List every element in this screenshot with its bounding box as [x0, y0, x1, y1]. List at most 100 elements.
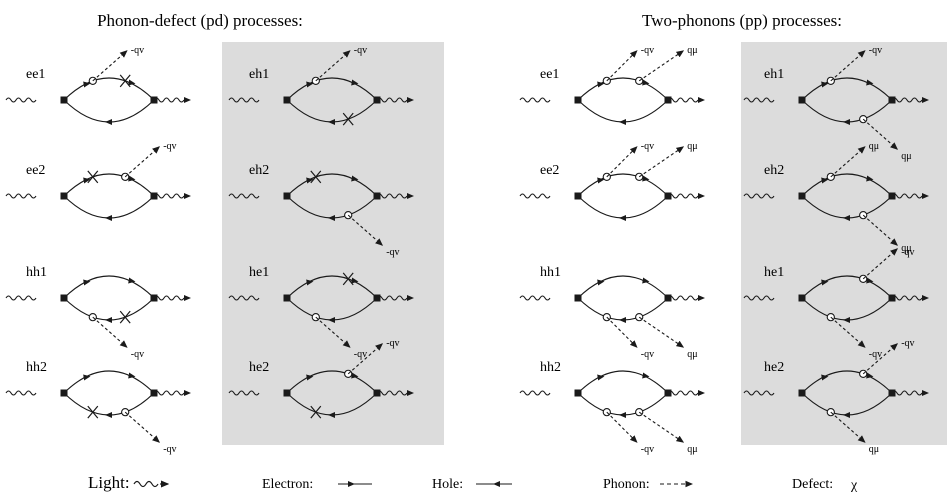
left-vertex-icon	[574, 389, 582, 397]
phonon-line-bottom	[124, 411, 161, 443]
upper-propagator-line	[801, 275, 893, 299]
phonon-line-top	[862, 248, 899, 280]
phonon-line-bottom-label: qμ	[901, 151, 911, 162]
phonon-line-bottom-second-label: qμ	[687, 349, 697, 360]
phonon-line-bottom-second	[638, 316, 685, 348]
right-vertex-icon	[373, 192, 381, 200]
incoming-light-wave-icon	[519, 193, 551, 199]
phonon-vertex-icon	[311, 76, 320, 86]
outgoing-light-wave-icon	[891, 390, 923, 396]
phonon-line-top-label: -qv	[901, 338, 914, 349]
upper-propagator-line	[577, 173, 669, 197]
diagram-pd-he1: he1-qv	[228, 265, 414, 360]
legend-electron-label: Electron:	[262, 477, 313, 492]
left-vertex-icon	[798, 96, 806, 104]
electron-arrow-icon	[128, 175, 136, 182]
right-vertex-icon	[888, 192, 896, 200]
phonon-line-bottom-label: -qv	[131, 349, 144, 360]
phonon-line-top-label: qμ	[901, 243, 911, 254]
defect-cross-icon	[119, 310, 131, 324]
phonon-line-top-second	[638, 146, 685, 178]
phonon-line-bottom	[830, 411, 866, 443]
electron-arrow-icon	[83, 81, 91, 88]
phonon-line-bottom-label: -qv	[354, 349, 367, 360]
incoming-light-wave-icon	[743, 390, 775, 396]
phonon-line-top-label: -qv	[641, 141, 654, 152]
outgoing-light-wave-icon	[891, 97, 923, 103]
diagram-label: hh2	[26, 360, 47, 375]
diagram-label: ee1	[26, 67, 45, 82]
phonon-vertex-icon	[635, 407, 644, 417]
electron-arrow-icon	[83, 374, 91, 381]
right-vertex-icon	[373, 294, 381, 302]
upper-propagator-line	[286, 173, 378, 197]
upper-propagator-line	[63, 370, 155, 394]
incoming-light-wave-icon	[5, 295, 37, 301]
pp-shaded-panel	[741, 42, 947, 445]
diagram-label: ee2	[540, 163, 559, 178]
phonon-line-bottom	[606, 316, 638, 348]
electron-arrow-icon	[306, 374, 314, 381]
left-vertex-icon	[283, 192, 291, 200]
phonon-line-bottom-label: -qv	[386, 247, 399, 258]
lower-propagator-line	[577, 297, 669, 321]
electron-arrow-icon	[642, 277, 650, 284]
phonon-line-top	[862, 343, 899, 375]
phonon-line-bottom	[347, 214, 384, 246]
upper-propagator-line	[577, 77, 669, 101]
right-vertex-icon	[373, 389, 381, 397]
electron-arrow-icon	[128, 372, 136, 379]
phonon-vertex-icon	[311, 312, 320, 322]
upper-propagator-line	[801, 173, 893, 197]
electron-arrow-icon	[821, 177, 829, 184]
left-vertex-icon	[283, 389, 291, 397]
outgoing-light-wave-icon	[667, 193, 699, 199]
outgoing-light-wave-icon	[153, 390, 185, 396]
left-vertex-icon	[574, 192, 582, 200]
phonon-line-top	[315, 50, 351, 82]
pp-section-title: Two-phonons (pp) processes:	[642, 11, 842, 30]
right-vertex-icon	[150, 192, 158, 200]
outgoing-light-wave-icon	[667, 295, 699, 301]
left-vertex-icon	[574, 294, 582, 302]
right-vertex-icon	[888, 389, 896, 397]
outgoing-light-wave-icon	[376, 97, 408, 103]
phonon-line-bottom-label: -qv	[901, 247, 914, 258]
right-vertex-icon	[664, 192, 672, 200]
electron-arrow-icon	[642, 372, 650, 379]
left-vertex-icon	[283, 294, 291, 302]
upper-propagator-line	[577, 275, 669, 299]
defect-cross-icon	[342, 112, 354, 126]
diagram-label: hh1	[540, 265, 561, 280]
diagram-pd-eh1: eh1-qv	[228, 45, 414, 126]
phonon-line-bottom-label: -qv	[641, 444, 654, 455]
electron-arrow-icon	[597, 81, 605, 88]
diagram-label: ee2	[26, 163, 45, 178]
phonon-line-top-label: -qv	[386, 338, 399, 349]
diagram-label: eh1	[249, 67, 269, 82]
left-vertex-icon	[574, 96, 582, 104]
incoming-light-wave-icon	[228, 97, 260, 103]
electron-arrow-icon	[597, 279, 605, 286]
electron-arrow-icon	[351, 175, 359, 182]
outgoing-light-wave-icon	[891, 295, 923, 301]
upper-propagator-line	[801, 77, 893, 101]
phonon-line-bottom	[830, 316, 866, 348]
phonon-line-bottom-label: -qv	[641, 349, 654, 360]
left-vertex-icon	[60, 389, 68, 397]
diagram-pd-he2: he2-qv	[228, 338, 414, 419]
phonon-line-top-label: qμ	[869, 141, 879, 152]
phonon-line-top	[606, 146, 638, 178]
right-vertex-icon	[888, 294, 896, 302]
incoming-light-wave-icon	[743, 97, 775, 103]
phonon-line-top	[124, 146, 161, 178]
outgoing-light-wave-icon	[376, 295, 408, 301]
legend-light-wave-icon	[133, 480, 159, 488]
left-vertex-icon	[60, 294, 68, 302]
lower-propagator-line	[63, 195, 155, 219]
